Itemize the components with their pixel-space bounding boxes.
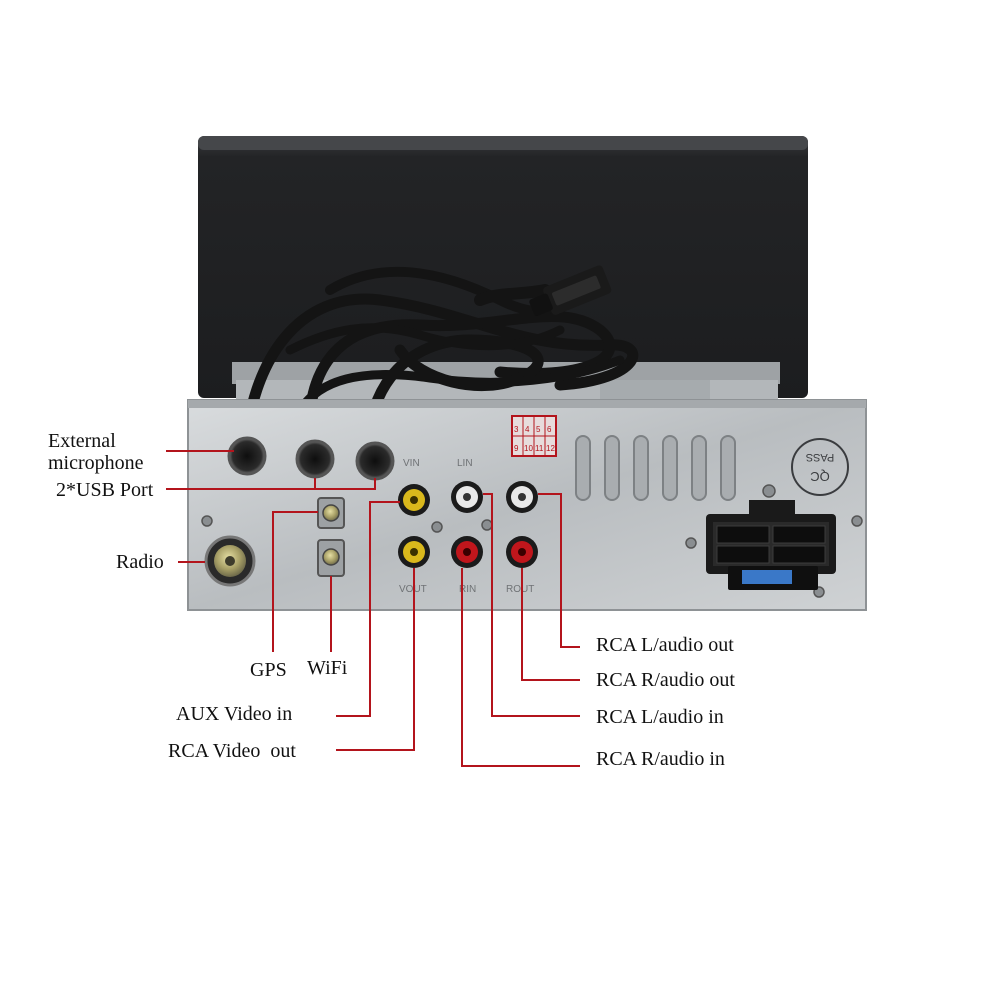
usb-connector <box>529 265 612 316</box>
qc-stamp-line2: PASS <box>806 451 835 463</box>
sticker-number: 11 <box>535 444 544 453</box>
screws <box>201 484 863 598</box>
label-external-microphone-line1: External <box>48 430 116 452</box>
rca-jack-l-audio-in <box>451 481 483 513</box>
label-wifi: WiFi <box>307 657 348 679</box>
qc-pass-stamp: QC PASS <box>791 438 849 496</box>
label-radio: Radio <box>116 551 164 573</box>
leader-gps <box>272 511 318 652</box>
sticker-number: 10 <box>524 444 533 453</box>
jack-labels: VIN LIN VOUT RIN ROUT <box>399 458 534 595</box>
label-rca-l-audio-in: RCA L/audio in <box>596 706 724 728</box>
display-panel <box>198 136 808 398</box>
label-rca-r-audio-out: RCA R/audio out <box>596 669 735 691</box>
rca-jack-video-in <box>398 484 430 516</box>
wifi-connector <box>317 539 345 577</box>
sticker-number: 3 <box>514 425 519 434</box>
label-rca-l-audio-out: RCA L/audio out <box>596 634 734 656</box>
gps-connector <box>317 497 345 529</box>
rca-jack-l-audio-out <box>506 481 538 513</box>
leader-aux-video-in <box>336 501 400 717</box>
jack-label-vin: VIN <box>403 458 420 469</box>
leader-usb-port <box>166 478 376 490</box>
leader-rca-l-audio-in <box>483 493 580 717</box>
sticker-number: 6 <box>547 425 552 434</box>
sticker-number: 9 <box>514 444 519 453</box>
rca-jack-r-audio-in <box>451 536 483 568</box>
label-rca-video-out: RCA Video out <box>168 740 296 762</box>
leader-rca-r-audio-in <box>461 568 580 767</box>
jack-label-rin: RIN <box>459 584 476 595</box>
label-rca-r-audio-in: RCA R/audio in <box>596 748 725 770</box>
vent-slots <box>575 435 736 501</box>
harness-connector <box>706 500 836 590</box>
leader-rca-video-out <box>336 568 415 751</box>
qc-stamp-line1: QC <box>810 469 830 484</box>
radio-socket <box>204 535 256 587</box>
cable-bundle <box>239 266 639 468</box>
number-sticker: 3 4 5 6 9 10 11 12 <box>511 415 557 457</box>
leader-lines <box>166 450 580 767</box>
label-external-microphone-line2: microphone <box>48 452 144 474</box>
cable-grommets <box>227 436 395 481</box>
leader-rca-r-audio-out <box>521 568 580 681</box>
label-aux-video-in: AUX Video in <box>176 703 293 725</box>
sticker-number: 12 <box>546 444 555 453</box>
rca-jack-r-audio-out <box>506 536 538 568</box>
sticker-number: 5 <box>536 425 541 434</box>
jack-label-lin: LIN <box>457 458 473 469</box>
label-usb-port: 2*USB Port <box>56 479 154 501</box>
jack-label-rout: ROUT <box>506 584 534 595</box>
jack-label-vout: VOUT <box>399 584 427 595</box>
sticker-number: 4 <box>525 425 530 434</box>
leader-rca-l-audio-out <box>538 493 580 648</box>
rca-jack-video-out <box>398 536 430 568</box>
label-gps: GPS <box>250 659 287 681</box>
